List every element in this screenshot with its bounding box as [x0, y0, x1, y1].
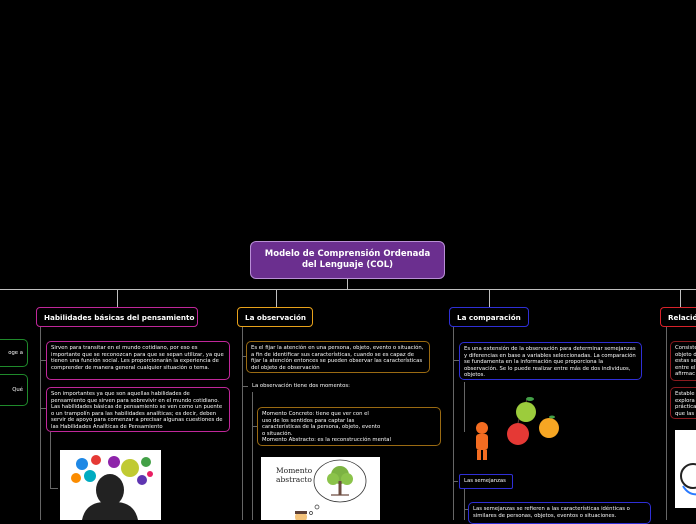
- topic-habilidades[interactable]: Habilidades básicas del pensamiento: [36, 307, 198, 327]
- relacion-image: [675, 430, 696, 508]
- habilidades-image: [60, 450, 161, 520]
- observacion-image: Momento abstracto: [261, 457, 380, 520]
- topic-relacion[interactable]: Relació: [660, 307, 696, 327]
- observacion-note-1[interactable]: Es el fijar la atención en una persona, …: [246, 341, 430, 373]
- left-cutoff-note-b[interactable]: Qué: [0, 374, 28, 406]
- obs-branch-2: [242, 386, 248, 387]
- comparacion-note-2[interactable]: Las semejanzas se refieren a las caracte…: [468, 502, 651, 524]
- comp-vertical: [453, 327, 454, 520]
- obs-sub-vertical: [252, 392, 253, 520]
- topic-comparacion[interactable]: La comparación: [449, 307, 529, 327]
- obs-image-label: Momento abstracto: [276, 466, 312, 484]
- obs-image-label-2: abstracto: [276, 475, 312, 484]
- topic-observacion[interactable]: La observación: [237, 307, 313, 327]
- obs-vertical: [242, 327, 243, 520]
- habilidades-note-1[interactable]: Sirven para transitar en el mundo cotidi…: [46, 341, 230, 380]
- comparacion-semejanzas[interactable]: Las semejanzas: [459, 474, 513, 489]
- relacion-note-1[interactable]: Consiste objeto de estas se entre el afi…: [670, 341, 696, 381]
- stem-observacion: [276, 289, 277, 307]
- obs-note2-line-5: Momento Abstracto: es la reconstrucción …: [262, 437, 391, 444]
- fruit-comparison-illustration: [476, 396, 559, 460]
- rel-vertical: [666, 327, 667, 520]
- left-cutoff-text-b: Qué: [12, 386, 23, 393]
- left-cutoff-text-a: oge a: [8, 349, 23, 356]
- relacion-illustration: [680, 463, 696, 496]
- obs-note2-line-2: uso de los sentidos para captar las: [262, 417, 355, 424]
- top-bus: [0, 289, 696, 290]
- observacion-momentos-label[interactable]: La observación tiene dos momentos:: [252, 383, 350, 389]
- comparacion-note-1[interactable]: Es una extensión de la observación para …: [459, 342, 642, 380]
- head-icons-illustration: [60, 450, 161, 520]
- stem-comparacion: [489, 289, 490, 307]
- observacion-note-2[interactable]: Momento Concreto: tiene que ver con el u…: [257, 407, 441, 446]
- obs-image-label-1: Momento: [276, 466, 313, 475]
- hab-sub-vertical: [50, 432, 51, 488]
- comparacion-image: [468, 396, 568, 462]
- obs-note2-line-4: o situación.: [262, 430, 293, 437]
- left-cutoff-note-a[interactable]: oge a: [0, 339, 28, 367]
- comp-sub-vertical-2: [464, 488, 465, 520]
- obs-note2-line-1: Momento Concreto: tiene que ver con el: [262, 411, 369, 417]
- obs-sub-branch: [252, 426, 258, 427]
- comp-sub-vertical: [464, 382, 465, 432]
- comp-branch-2: [453, 481, 458, 482]
- comp-branch-1: [453, 360, 459, 361]
- comp-sub-branch: [464, 509, 470, 510]
- hab-branch-1: [40, 360, 46, 361]
- stem-relacion: [680, 289, 681, 307]
- hab-vertical: [40, 327, 41, 520]
- habilidades-note-2[interactable]: Son importantes ya que son aquellas habi…: [46, 387, 230, 432]
- stem-habilidades: [117, 289, 118, 307]
- tree-thought-illustration: [295, 459, 367, 520]
- hab-sub-branch: [50, 488, 58, 489]
- root-stem: [347, 279, 348, 289]
- central-topic[interactable]: Modelo de Comprensión Ordenada del Lengu…: [250, 241, 445, 279]
- hab-branch-2: [40, 408, 46, 409]
- relacion-note-2[interactable]: Estable explora práctica que las: [670, 387, 696, 419]
- obs-branch-1: [242, 356, 246, 357]
- obs-note2-line-3: características de la persona, objeto, e…: [262, 424, 381, 431]
